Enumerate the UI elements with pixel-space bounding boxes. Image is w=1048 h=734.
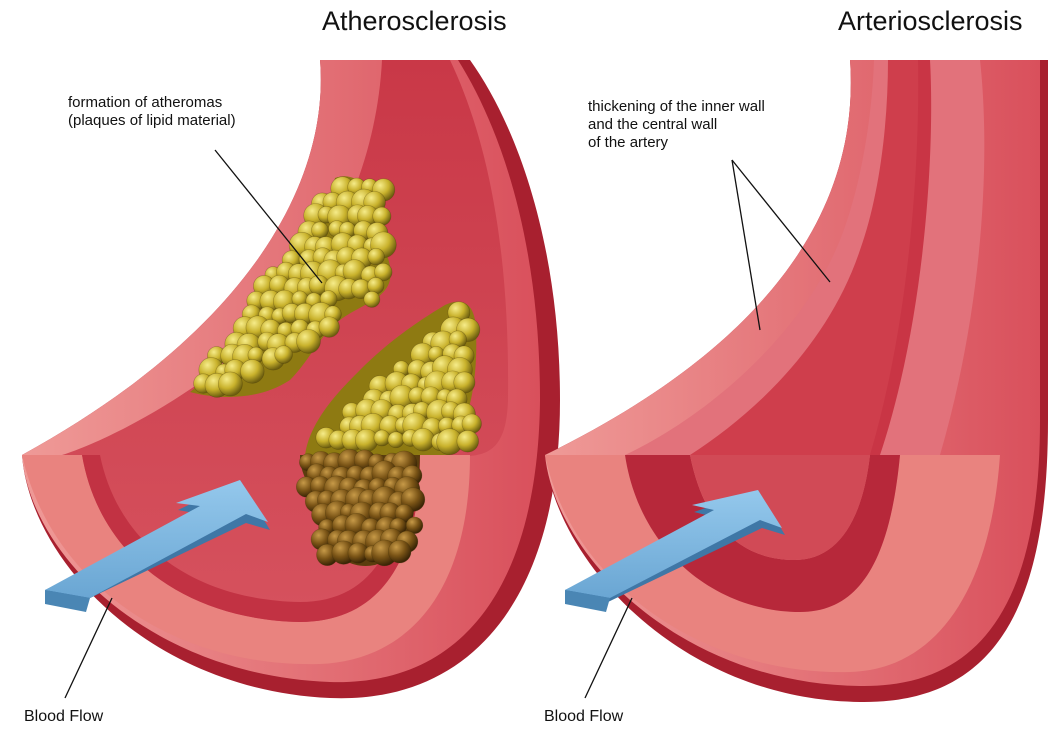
callout-atheromas: formation of atheromas (plaques of lipid… [68,94,236,130]
callout-line: and the central wall [588,116,765,134]
fat-globules-core [296,449,425,566]
panel-title-atherosclerosis: Atherosclerosis [322,6,507,37]
flow-leader-line [585,598,632,698]
callout-line: formation of atheromas [68,94,236,112]
arteriosclerosis-artery [545,60,1048,702]
fat-globule [364,291,380,307]
callout-leader-line-central [732,160,830,282]
callout-line: (plaques of lipid material) [68,112,236,130]
fat-globule [311,222,328,239]
fat-globule [457,430,479,452]
fat-globule [374,430,390,446]
blood-flow-label-left: Blood Flow [24,708,103,726]
callout-line: thickening of the inner wall [588,98,765,116]
fat-globule [388,540,411,563]
fat-globule [275,346,293,364]
fat-globule [296,329,320,353]
flow-leader-line [65,598,112,698]
callout-wall-thickening: thickening of the inner wall and the cen… [588,98,765,152]
blood-flow-label-right: Blood Flow [544,708,623,726]
atherosclerosis-artery [22,60,560,698]
callout-line: of the artery [588,134,765,152]
fat-globule [388,432,404,448]
callout-leader-line-inner [732,160,760,330]
fat-globule [368,248,385,265]
fat-globule [240,360,264,384]
fat-globule [218,372,242,396]
fat-globule [319,317,340,338]
panel-title-arteriosclerosis: Arteriosclerosis [838,6,1023,37]
fat-globule [412,428,435,451]
